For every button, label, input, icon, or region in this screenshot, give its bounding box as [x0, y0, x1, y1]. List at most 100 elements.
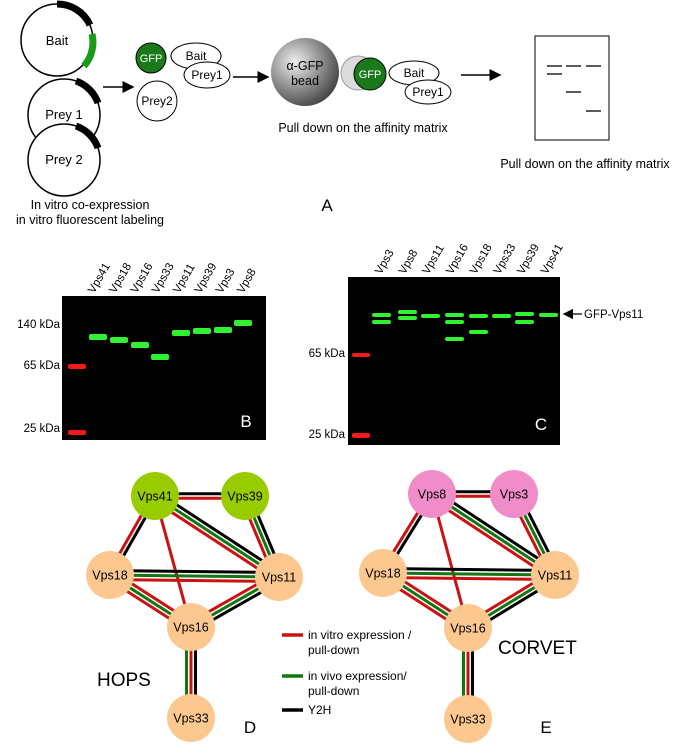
panel-b-gel	[62, 296, 266, 440]
hops-title: HOPS	[97, 670, 151, 691]
panel-c-marker: 25 kDa	[309, 429, 346, 441]
hops-node	[167, 603, 215, 651]
bait-plasmid-label: Bait	[46, 33, 69, 48]
hops-node-label: Vps39	[227, 490, 262, 504]
hops-node-label: Vps41	[137, 490, 172, 504]
hops-node	[167, 694, 215, 742]
bead-label-line2: bead	[291, 74, 319, 88]
panel-c-lane-label: Vps8	[397, 248, 421, 277]
panel-c-gel	[348, 277, 560, 445]
panel-b-marker: 65 kDa	[24, 360, 61, 372]
prey2-protein-label: Prey2	[141, 94, 173, 108]
protein-band	[492, 314, 511, 318]
panel-c-lane-label: Vps18	[468, 242, 495, 276]
prey2-protein	[136, 80, 178, 122]
panel-b-lane-label: Vps3	[214, 267, 238, 296]
panel-b-letter: B	[240, 412, 251, 431]
legend-label: pull-down	[308, 643, 359, 657]
corvet-node-label: Vps3	[500, 488, 529, 502]
protein-band	[445, 337, 464, 341]
bead-bait-label: Bait	[404, 66, 425, 80]
corvet-interaction-line	[428, 496, 554, 581]
gfp-bead	[271, 38, 339, 106]
panel-c-lane-label: Vps3	[373, 248, 397, 277]
protein-band	[515, 320, 534, 324]
corvet-node	[490, 470, 538, 518]
bead-gfp-tag	[353, 57, 387, 91]
caption-coexpression-line1: In vitro co-expression	[31, 198, 150, 212]
hops-interaction-line	[109, 573, 280, 579]
hops-node-label: Vps33	[173, 712, 208, 726]
hops-node	[131, 472, 179, 520]
panel-c-lane-label: Vps33	[492, 242, 519, 276]
bait-protein-label: Bait	[186, 49, 207, 63]
protein-band	[89, 334, 107, 340]
panel-a: Bait Prey 1 Prey 2 In vitro co-expressio…	[16, 0, 670, 227]
legend-label: Y2H	[308, 703, 331, 717]
caption-coexpression-line2: in vitro fluorescent labeling	[16, 213, 164, 227]
gel-schematic	[534, 35, 610, 141]
corvet-node-label: Vps33	[450, 713, 485, 727]
panel-b-marker: 140 kDa	[17, 319, 60, 331]
corvet-node-label: Vps8	[418, 488, 447, 502]
hops-node-label: Vps16	[173, 621, 208, 635]
protein-band	[469, 314, 488, 318]
corvet-node-label: Vps18	[365, 567, 400, 581]
corvet-node	[359, 549, 407, 597]
protein-band	[193, 328, 211, 334]
protein-band	[515, 312, 534, 316]
panel-b-marker: 25 kDa	[24, 423, 61, 435]
prey1-plasmid-label: Prey 1	[45, 107, 83, 122]
panel-c-marker: 65 kDa	[309, 348, 346, 360]
ladder-band	[68, 430, 86, 435]
caption-pulldown-matrix: Pull down on the affinity matrix	[278, 121, 448, 135]
legend-label: in vivo expression/	[308, 669, 407, 683]
bead-label-line1: α-GFP	[286, 59, 323, 73]
protein-band	[469, 330, 488, 334]
corvet-node-label: Vps11	[538, 569, 573, 583]
protein-band	[151, 354, 169, 360]
prey2-plasmid-label: Prey 2	[45, 152, 83, 167]
corvet-interaction-line	[382, 571, 556, 577]
protein-band	[445, 313, 464, 317]
panel-b-bands	[68, 320, 252, 435]
panel-c-lane-label: Vps11	[421, 243, 447, 277]
prey1-protein	[183, 61, 231, 89]
panel-c-bands	[352, 310, 558, 438]
hops-node	[221, 472, 269, 520]
bead-complex: α-GFP bead GFP Bait Prey1	[271, 38, 452, 106]
corvet-node	[408, 470, 456, 518]
corvet-interaction-line	[383, 567, 556, 573]
protein-band	[131, 342, 149, 348]
legend-label: pull-down	[308, 684, 359, 698]
hops-node	[86, 551, 134, 599]
hops-node	[255, 553, 303, 601]
hops-interaction-line	[156, 490, 283, 575]
bait-plasmid: Bait	[20, 0, 97, 77]
caption-pulldown-gel: Pull down on the affinity matrix	[500, 157, 670, 171]
ladder-band	[68, 364, 86, 369]
hops-node-label: Vps18	[92, 569, 127, 583]
corvet-node	[444, 695, 492, 743]
panel-c-letter: C	[535, 415, 547, 434]
panel-d-letter: D	[244, 718, 256, 737]
panel-a-letter: A	[321, 196, 333, 215]
protein-band	[398, 310, 417, 314]
solution-complex: GFP Bait Prey1 Prey2	[135, 42, 231, 122]
corvet-interaction-line	[433, 488, 559, 573]
protein-band	[110, 337, 128, 343]
bead-gfp-label: GFP	[359, 69, 382, 81]
corvet-node	[531, 551, 579, 599]
corvet-title: CORVET	[498, 638, 577, 659]
ladder-band	[352, 433, 370, 438]
protein-band	[172, 330, 190, 336]
prey2-plasmid: Prey 2	[27, 122, 102, 197]
